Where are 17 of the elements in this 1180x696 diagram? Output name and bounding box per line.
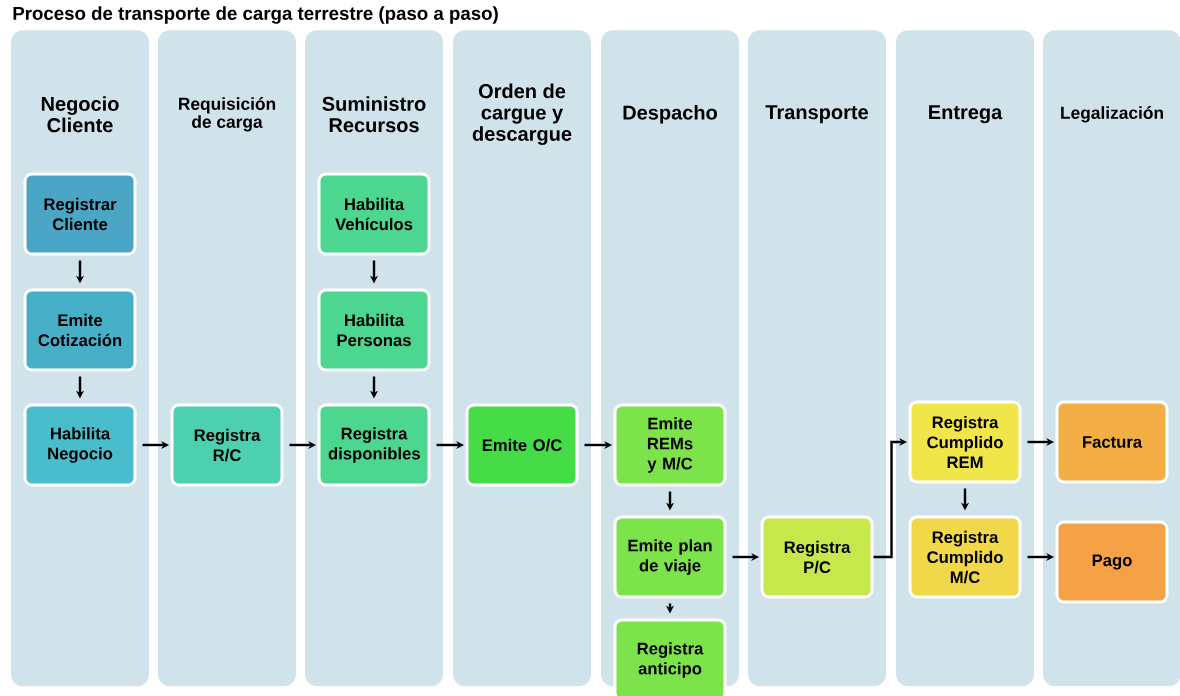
- process-box: Registra anticipo: [613, 618, 727, 696]
- process-box: Registra R/C: [170, 403, 284, 487]
- process-box: Factura: [1055, 400, 1169, 484]
- process-box: Habilita Vehículos: [317, 172, 431, 256]
- process-box: Habilita Personas: [317, 288, 431, 372]
- title: Proceso de transporte de carga terrestre (paso a paso): [13, 6, 498, 24]
- process-box: Registrar Cliente: [23, 172, 137, 256]
- process-box: Emite Cotización: [23, 288, 137, 372]
- process-box: Emite O/C: [465, 403, 579, 487]
- process-box: Registra disponibles: [317, 403, 431, 487]
- process-box: Pago: [1055, 520, 1169, 604]
- process-box: Registra Cumplido M/C: [908, 515, 1022, 599]
- process-box: Registra P/C: [760, 515, 874, 599]
- process-box: Emite plan de viaje: [613, 515, 727, 599]
- process-box: Registra Cumplido REM: [908, 400, 1022, 484]
- process-box: Emite REMs y M/C: [613, 403, 727, 487]
- process-box: Habilita Negocio: [23, 403, 137, 487]
